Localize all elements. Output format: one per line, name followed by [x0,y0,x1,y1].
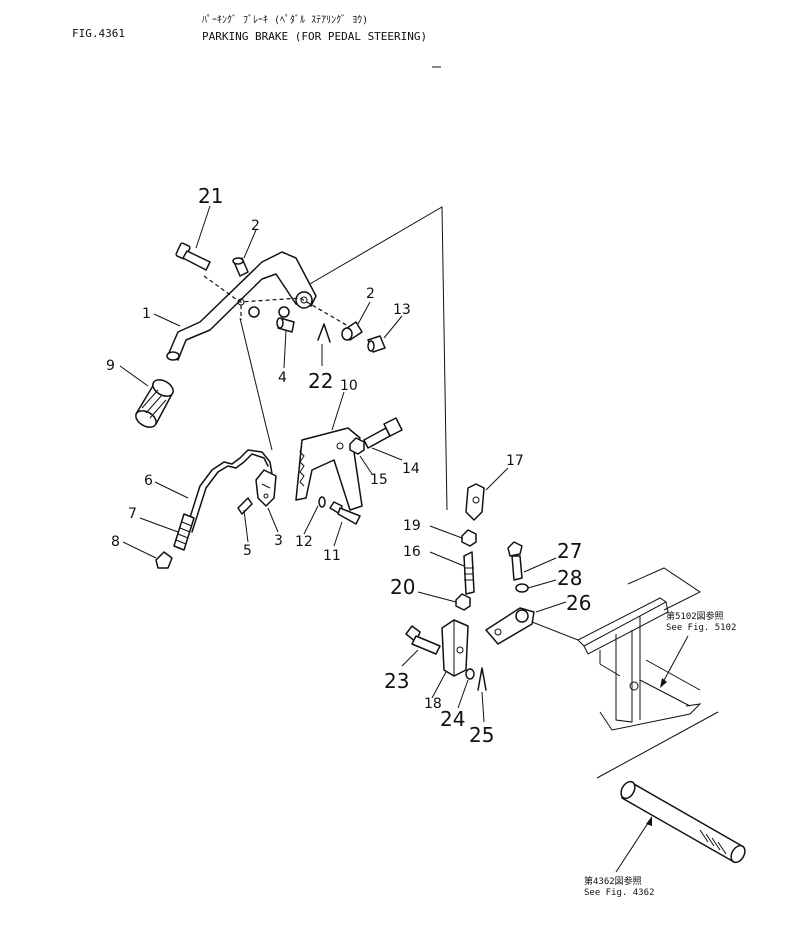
part-25-cotter-pin[interactable] [477,667,487,691]
part-13-pin[interactable] [367,335,386,353]
part-19-nut[interactable] [461,529,477,547]
callout-6: 6 [144,473,153,489]
callout-4: 4 [278,370,287,386]
reference-arrow-fig-4362 [615,816,652,873]
callout-1: 1 [142,306,151,322]
callout-24: 24 [440,707,465,731]
callout-9: 9 [106,358,115,374]
part-1-lever[interactable] [166,251,349,361]
callout-labels: 21 2 2 13 1 9 4 22 10 14 15 6 7 8 5 3 12… [106,184,591,747]
ref-fig5102-en: See Fig. 5102 [666,623,736,633]
callout-8: 8 [111,534,120,550]
callout-3: 3 [274,533,283,549]
assembly-outline-line [302,206,719,779]
part-22-cotter-pin[interactable] [317,323,331,343]
callout-2: 2 [366,286,375,302]
title-english: PARKING BRAKE (FOR PEDAL STEERING) [202,30,428,43]
part-12-washer[interactable] [318,496,326,508]
callout-15: 15 [370,472,388,488]
part-8-end-nut[interactable] [155,551,173,569]
brake-shaft [620,780,746,864]
callout-26: 26 [566,591,591,615]
callout-20: 20 [390,575,415,599]
part-20-nut[interactable] [455,593,471,611]
part-2-bushing-right[interactable] [341,321,363,341]
callout-18: 18 [424,696,442,712]
callout-5: 5 [243,543,252,559]
callout-12: 12 [295,534,313,550]
figure-number: FIG.4361 [72,27,125,40]
part-15-nut[interactable] [349,437,365,455]
callout-13: 13 [393,302,411,318]
ref-fig4362-jp: 第4362図参照 [584,875,642,887]
callout-17: 17 [506,453,524,469]
part-17-clevis[interactable] [465,483,485,521]
reference-arrow-fig-5102 [660,635,689,688]
part-5-pin[interactable] [237,497,253,515]
leader-lines [119,205,567,723]
part-23-bolt[interactable] [405,625,441,655]
part-24-washer[interactable] [465,668,475,680]
callout-16: 16 [403,544,421,560]
pedal-frame-assembly [577,567,702,731]
callout-21: 21 [198,184,223,208]
part-18-rod-end[interactable] [441,619,469,677]
part-21-bolt[interactable] [175,242,211,271]
callout-27: 27 [557,539,582,563]
part-9-grip[interactable] [133,376,176,430]
callout-19: 19 [403,518,421,534]
part-10-ratchet-plate[interactable] [295,427,363,511]
callout-10: 10 [340,378,358,394]
callout-2: 2 [251,218,260,234]
part-16-rod[interactable] [463,551,475,595]
part-27-bolt[interactable] [507,541,523,581]
part-4-pin[interactable] [276,317,295,333]
part-26-lever-arm[interactable] [485,607,535,645]
ref-fig5102-jp: 第5102図参照 [666,610,724,622]
ref-fig4362-en: See Fig. 4362 [584,888,654,898]
part-11-bolt[interactable] [329,501,361,525]
callout-22: 22 [308,369,333,393]
part-7-thread[interactable] [173,513,195,551]
callout-7: 7 [128,506,137,522]
part-14-bolt[interactable] [363,417,403,449]
callout-23: 23 [384,669,409,693]
callout-28: 28 [557,566,582,590]
title-japanese: ﾊﾟｰｷﾝｸﾞ ﾌﾞﾚｰｷ (ﾍﾟﾀﾞﾙ ｽﾃｱﾘﾝｸﾞ ﾖｳ) [202,15,369,26]
part-6-rod[interactable] [185,449,273,533]
part-28-washer[interactable] [515,583,529,593]
part-3-clevis[interactable] [255,469,277,507]
part-2-bushing-upper[interactable] [232,257,249,277]
callout-11: 11 [323,548,341,564]
callout-25: 25 [469,723,494,747]
link-rod-line [239,317,273,451]
callout-14: 14 [402,461,420,477]
